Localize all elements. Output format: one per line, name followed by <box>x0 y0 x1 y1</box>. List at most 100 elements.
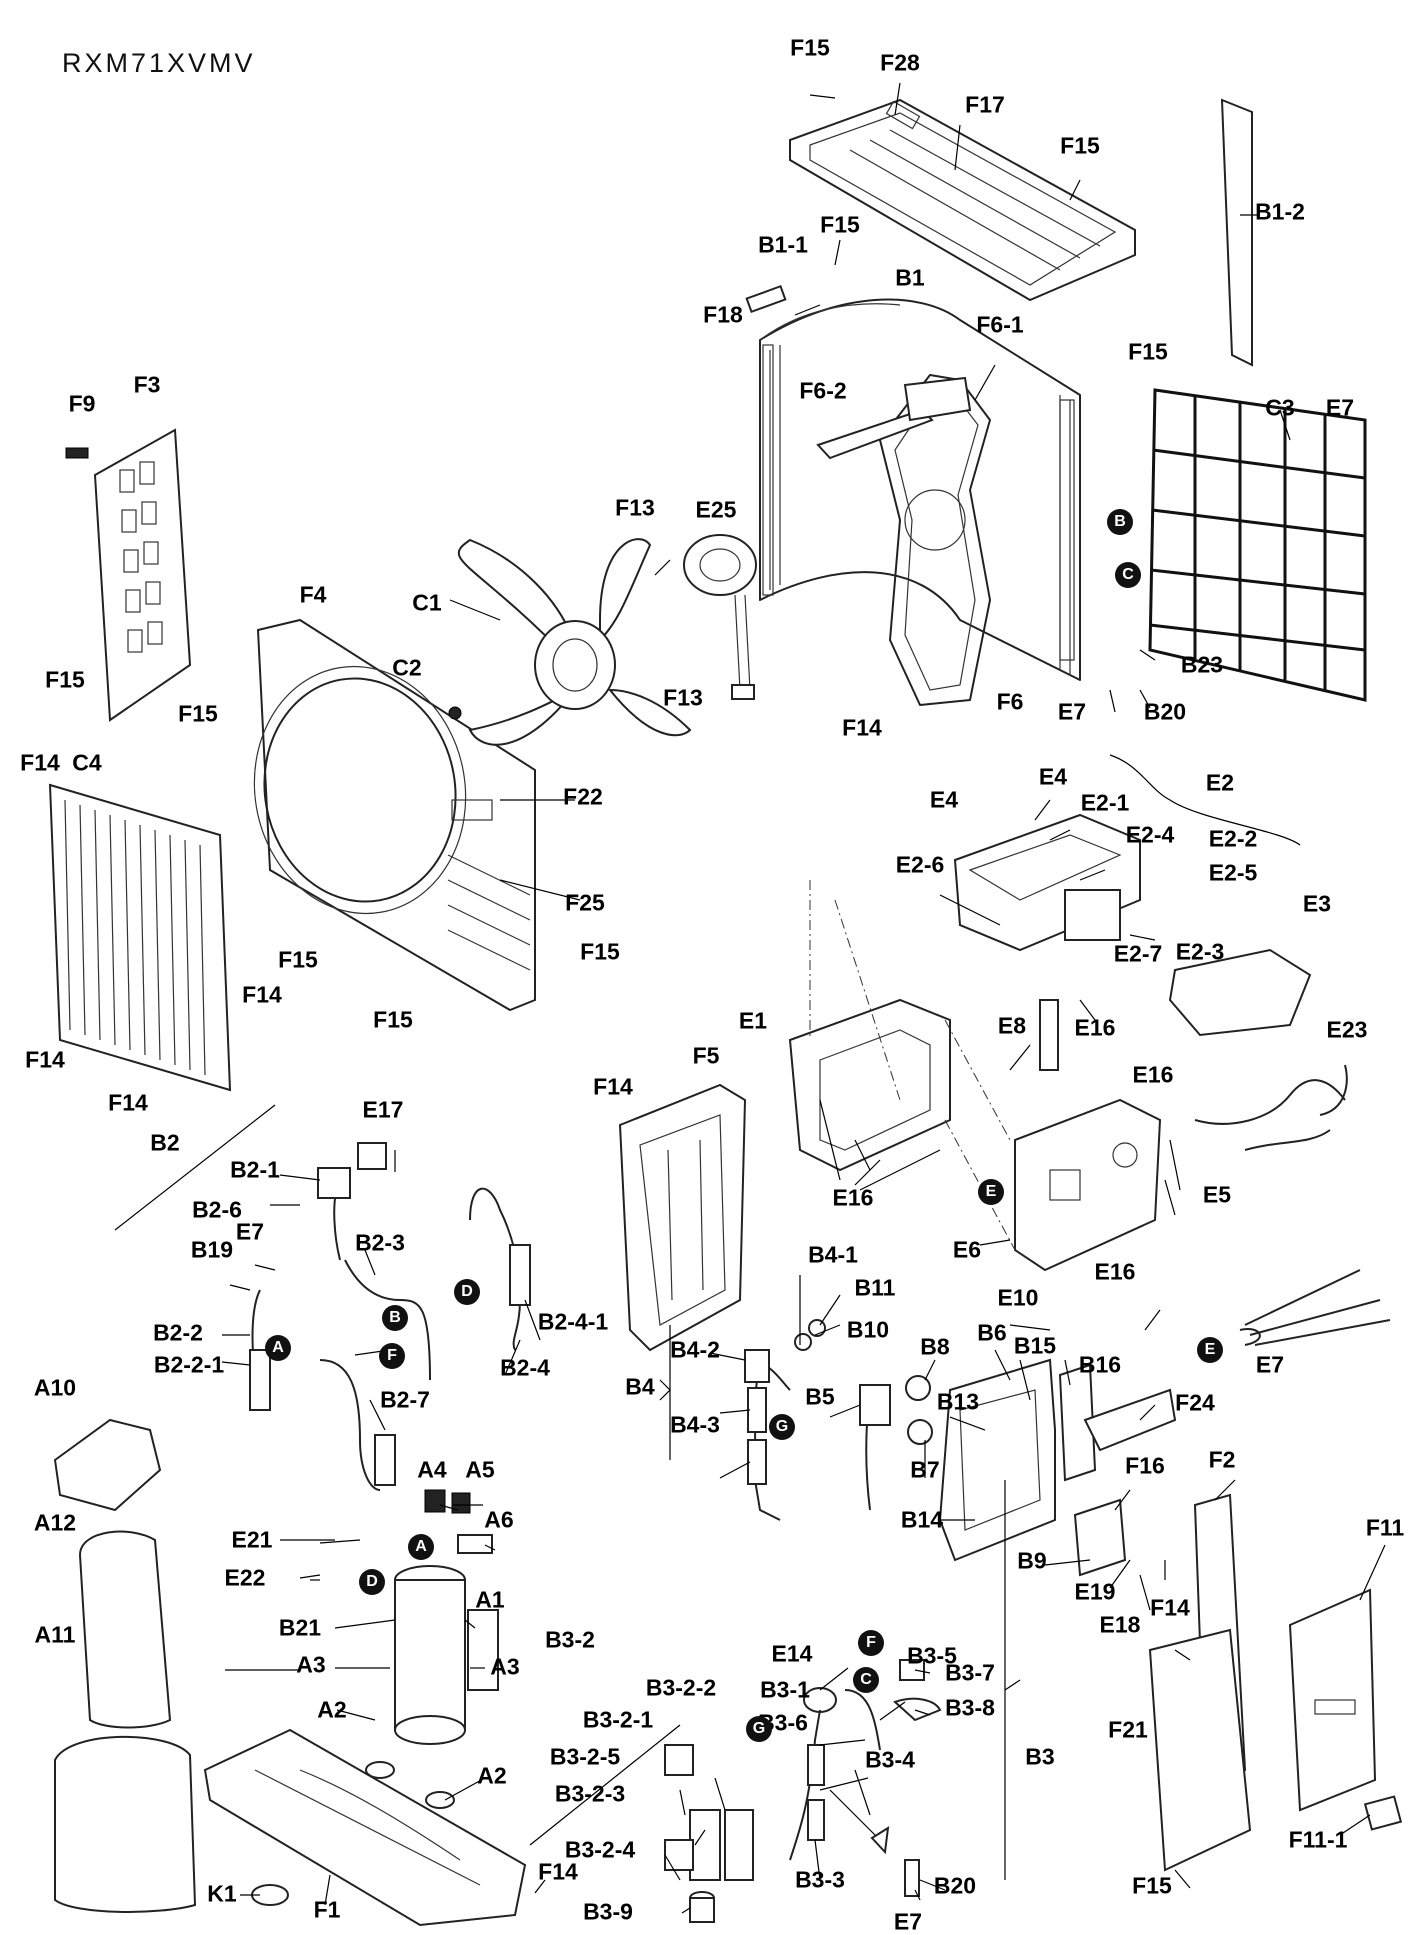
part-label-f18[interactable]: F18 <box>703 301 743 328</box>
part-label-e7-b[interactable]: E7 <box>893 1908 923 1935</box>
part-label-b3-2-3[interactable]: B3-2-3 <box>554 1780 626 1807</box>
part-label-b4-1[interactable]: B4-1 <box>808 1241 858 1268</box>
part-label-b4[interactable]: B4 <box>625 1373 655 1400</box>
part-label-e16-c[interactable]: E16 <box>832 1184 874 1211</box>
part-label-b2[interactable]: B2 <box>150 1129 180 1156</box>
part-label-c2[interactable]: C2 <box>392 654 422 681</box>
part-label-e4-b[interactable]: E4 <box>1038 763 1068 790</box>
part-label-b5[interactable]: B5 <box>805 1383 835 1410</box>
part-label-b3-2-5[interactable]: B3-2-5 <box>549 1743 621 1770</box>
part-label-f15-l2[interactable]: F15 <box>45 666 85 693</box>
part-label-e7-l[interactable]: E7 <box>235 1218 265 1245</box>
part-label-b21[interactable]: B21 <box>278 1614 322 1641</box>
part-label-b16[interactable]: B16 <box>1078 1351 1122 1378</box>
part-label-a6[interactable]: A6 <box>484 1506 514 1533</box>
part-label-c4[interactable]: C4 <box>72 749 102 776</box>
part-label-e2-1[interactable]: E2-1 <box>1080 789 1130 816</box>
part-label-e7-r[interactable]: E7 <box>1255 1351 1285 1378</box>
part-label-e10[interactable]: E10 <box>997 1284 1039 1311</box>
part-label-e16-d[interactable]: E16 <box>1094 1258 1136 1285</box>
part-label-b1[interactable]: B1 <box>895 264 925 291</box>
part-label-b23[interactable]: B23 <box>1180 651 1224 678</box>
part-label-b11[interactable]: B11 <box>854 1274 896 1301</box>
part-label-b2-1[interactable]: B2-1 <box>230 1156 280 1183</box>
part-label-f14-l[interactable]: F14 <box>242 981 282 1008</box>
part-label-b3-2-1[interactable]: B3-2-1 <box>582 1706 654 1733</box>
part-label-e2-4[interactable]: E2-4 <box>1125 821 1175 848</box>
part-label-e17[interactable]: E17 <box>362 1096 404 1123</box>
part-label-e21[interactable]: E21 <box>231 1526 273 1553</box>
part-label-a12[interactable]: A12 <box>33 1509 77 1536</box>
part-label-f25[interactable]: F25 <box>565 889 605 916</box>
part-label-f6-2[interactable]: F6-2 <box>799 377 847 404</box>
part-label-f24[interactable]: F24 <box>1175 1389 1215 1416</box>
part-label-f6-1[interactable]: F6-1 <box>976 311 1024 338</box>
part-label-f14-r[interactable]: F14 <box>1150 1594 1190 1621</box>
part-label-b3-5[interactable]: B3-5 <box>907 1642 957 1669</box>
part-label-e25[interactable]: E25 <box>695 496 737 523</box>
part-label-f13-a[interactable]: F13 <box>615 494 655 521</box>
part-label-e7-m[interactable]: E7 <box>1057 698 1087 725</box>
part-label-b2-6[interactable]: B2-6 <box>192 1196 242 1223</box>
part-label-f1[interactable]: F1 <box>313 1896 341 1923</box>
part-label-b19[interactable]: B19 <box>190 1236 234 1263</box>
part-label-b4-2[interactable]: B4-2 <box>670 1336 720 1363</box>
part-label-b3-2-2[interactable]: B3-2-2 <box>645 1674 717 1701</box>
part-label-e7-tr[interactable]: E7 <box>1325 394 1355 421</box>
part-label-e2-7[interactable]: E2-7 <box>1113 940 1163 967</box>
part-label-a5[interactable]: A5 <box>465 1456 495 1483</box>
part-label-b7[interactable]: B7 <box>910 1456 940 1483</box>
part-label-f13-b[interactable]: F13 <box>663 684 703 711</box>
part-label-f15-mid[interactable]: F15 <box>820 211 860 238</box>
part-label-a1[interactable]: A1 <box>475 1586 505 1613</box>
part-label-f15-br[interactable]: F15 <box>1132 1872 1172 1899</box>
part-label-e2-3[interactable]: E2-3 <box>1175 938 1225 965</box>
part-label-f15-c[interactable]: F15 <box>278 946 318 973</box>
part-label-e18[interactable]: E18 <box>1099 1611 1141 1638</box>
part-label-f21[interactable]: F21 <box>1108 1716 1148 1743</box>
part-label-e5[interactable]: E5 <box>1202 1181 1232 1208</box>
part-label-f14-c[interactable]: F14 <box>842 714 882 741</box>
part-label-f14-l3[interactable]: F14 <box>108 1089 148 1116</box>
part-label-f3[interactable]: F3 <box>133 371 161 398</box>
part-label-f14-b[interactable]: F14 <box>538 1858 578 1885</box>
part-label-b3-9[interactable]: B3-9 <box>583 1898 633 1925</box>
part-label-e2-5[interactable]: E2-5 <box>1208 859 1258 886</box>
part-label-f14-l2[interactable]: F14 <box>25 1046 65 1073</box>
part-label-b2-7[interactable]: B2-7 <box>380 1386 430 1413</box>
part-label-b3-8[interactable]: B3-8 <box>945 1694 995 1721</box>
part-label-b9[interactable]: B9 <box>1017 1547 1047 1574</box>
part-label-b10[interactable]: B10 <box>846 1316 890 1343</box>
part-label-c3[interactable]: C3 <box>1265 394 1295 421</box>
part-label-b3-7[interactable]: B3-7 <box>945 1659 995 1686</box>
part-label-f15-l[interactable]: F15 <box>178 700 218 727</box>
part-label-b20-b[interactable]: B20 <box>933 1872 977 1899</box>
part-label-b3-2[interactable]: B3-2 <box>545 1626 595 1653</box>
part-label-k1[interactable]: K1 <box>207 1880 237 1907</box>
part-label-b2-2-1[interactable]: B2-2-1 <box>153 1351 225 1378</box>
part-label-f15-b[interactable]: F15 <box>373 1006 413 1033</box>
part-label-b1-1[interactable]: B1-1 <box>758 231 808 258</box>
part-label-f11-1[interactable]: F11-1 <box>1288 1826 1348 1853</box>
part-label-e16-a[interactable]: E16 <box>1074 1014 1116 1041</box>
part-label-b2-3[interactable]: B2-3 <box>355 1229 405 1256</box>
part-label-e2[interactable]: E2 <box>1205 769 1235 796</box>
part-label-a10[interactable]: A10 <box>33 1374 77 1401</box>
part-label-f5[interactable]: F5 <box>692 1042 720 1069</box>
part-label-a3-l[interactable]: A3 <box>296 1651 326 1678</box>
part-label-e2-2[interactable]: E2-2 <box>1208 825 1258 852</box>
part-label-b15[interactable]: B15 <box>1013 1332 1057 1359</box>
part-label-b3-1[interactable]: B3-1 <box>760 1676 810 1703</box>
part-label-b2-2[interactable]: B2-2 <box>153 1319 203 1346</box>
part-label-b4-3[interactable]: B4-3 <box>670 1411 720 1438</box>
part-label-b8[interactable]: B8 <box>920 1333 950 1360</box>
part-label-b3-2-4[interactable]: B3-2-4 <box>564 1836 636 1863</box>
part-label-f9[interactable]: F9 <box>68 390 96 417</box>
part-label-e8[interactable]: E8 <box>997 1012 1027 1039</box>
part-label-a4[interactable]: A4 <box>417 1456 447 1483</box>
part-label-e2-6[interactable]: E2-6 <box>895 851 945 878</box>
part-label-b3-3[interactable]: B3-3 <box>795 1866 845 1893</box>
part-label-f2[interactable]: F2 <box>1208 1446 1236 1473</box>
part-label-f15-c2[interactable]: F15 <box>580 938 620 965</box>
part-label-c1[interactable]: C1 <box>412 589 442 616</box>
